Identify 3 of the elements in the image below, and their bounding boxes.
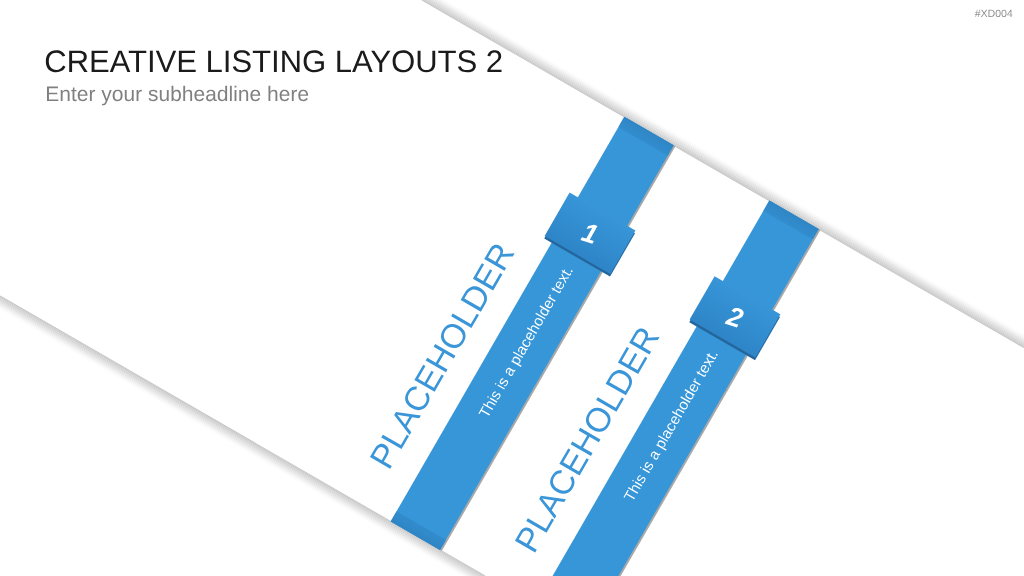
slide-title: CREATIVE LISTING LAYOUTS 2 bbox=[45, 50, 502, 73]
subheadline: Enter your subheadline here bbox=[47, 85, 309, 106]
code-text: #XD004 bbox=[974, 9, 1013, 18]
